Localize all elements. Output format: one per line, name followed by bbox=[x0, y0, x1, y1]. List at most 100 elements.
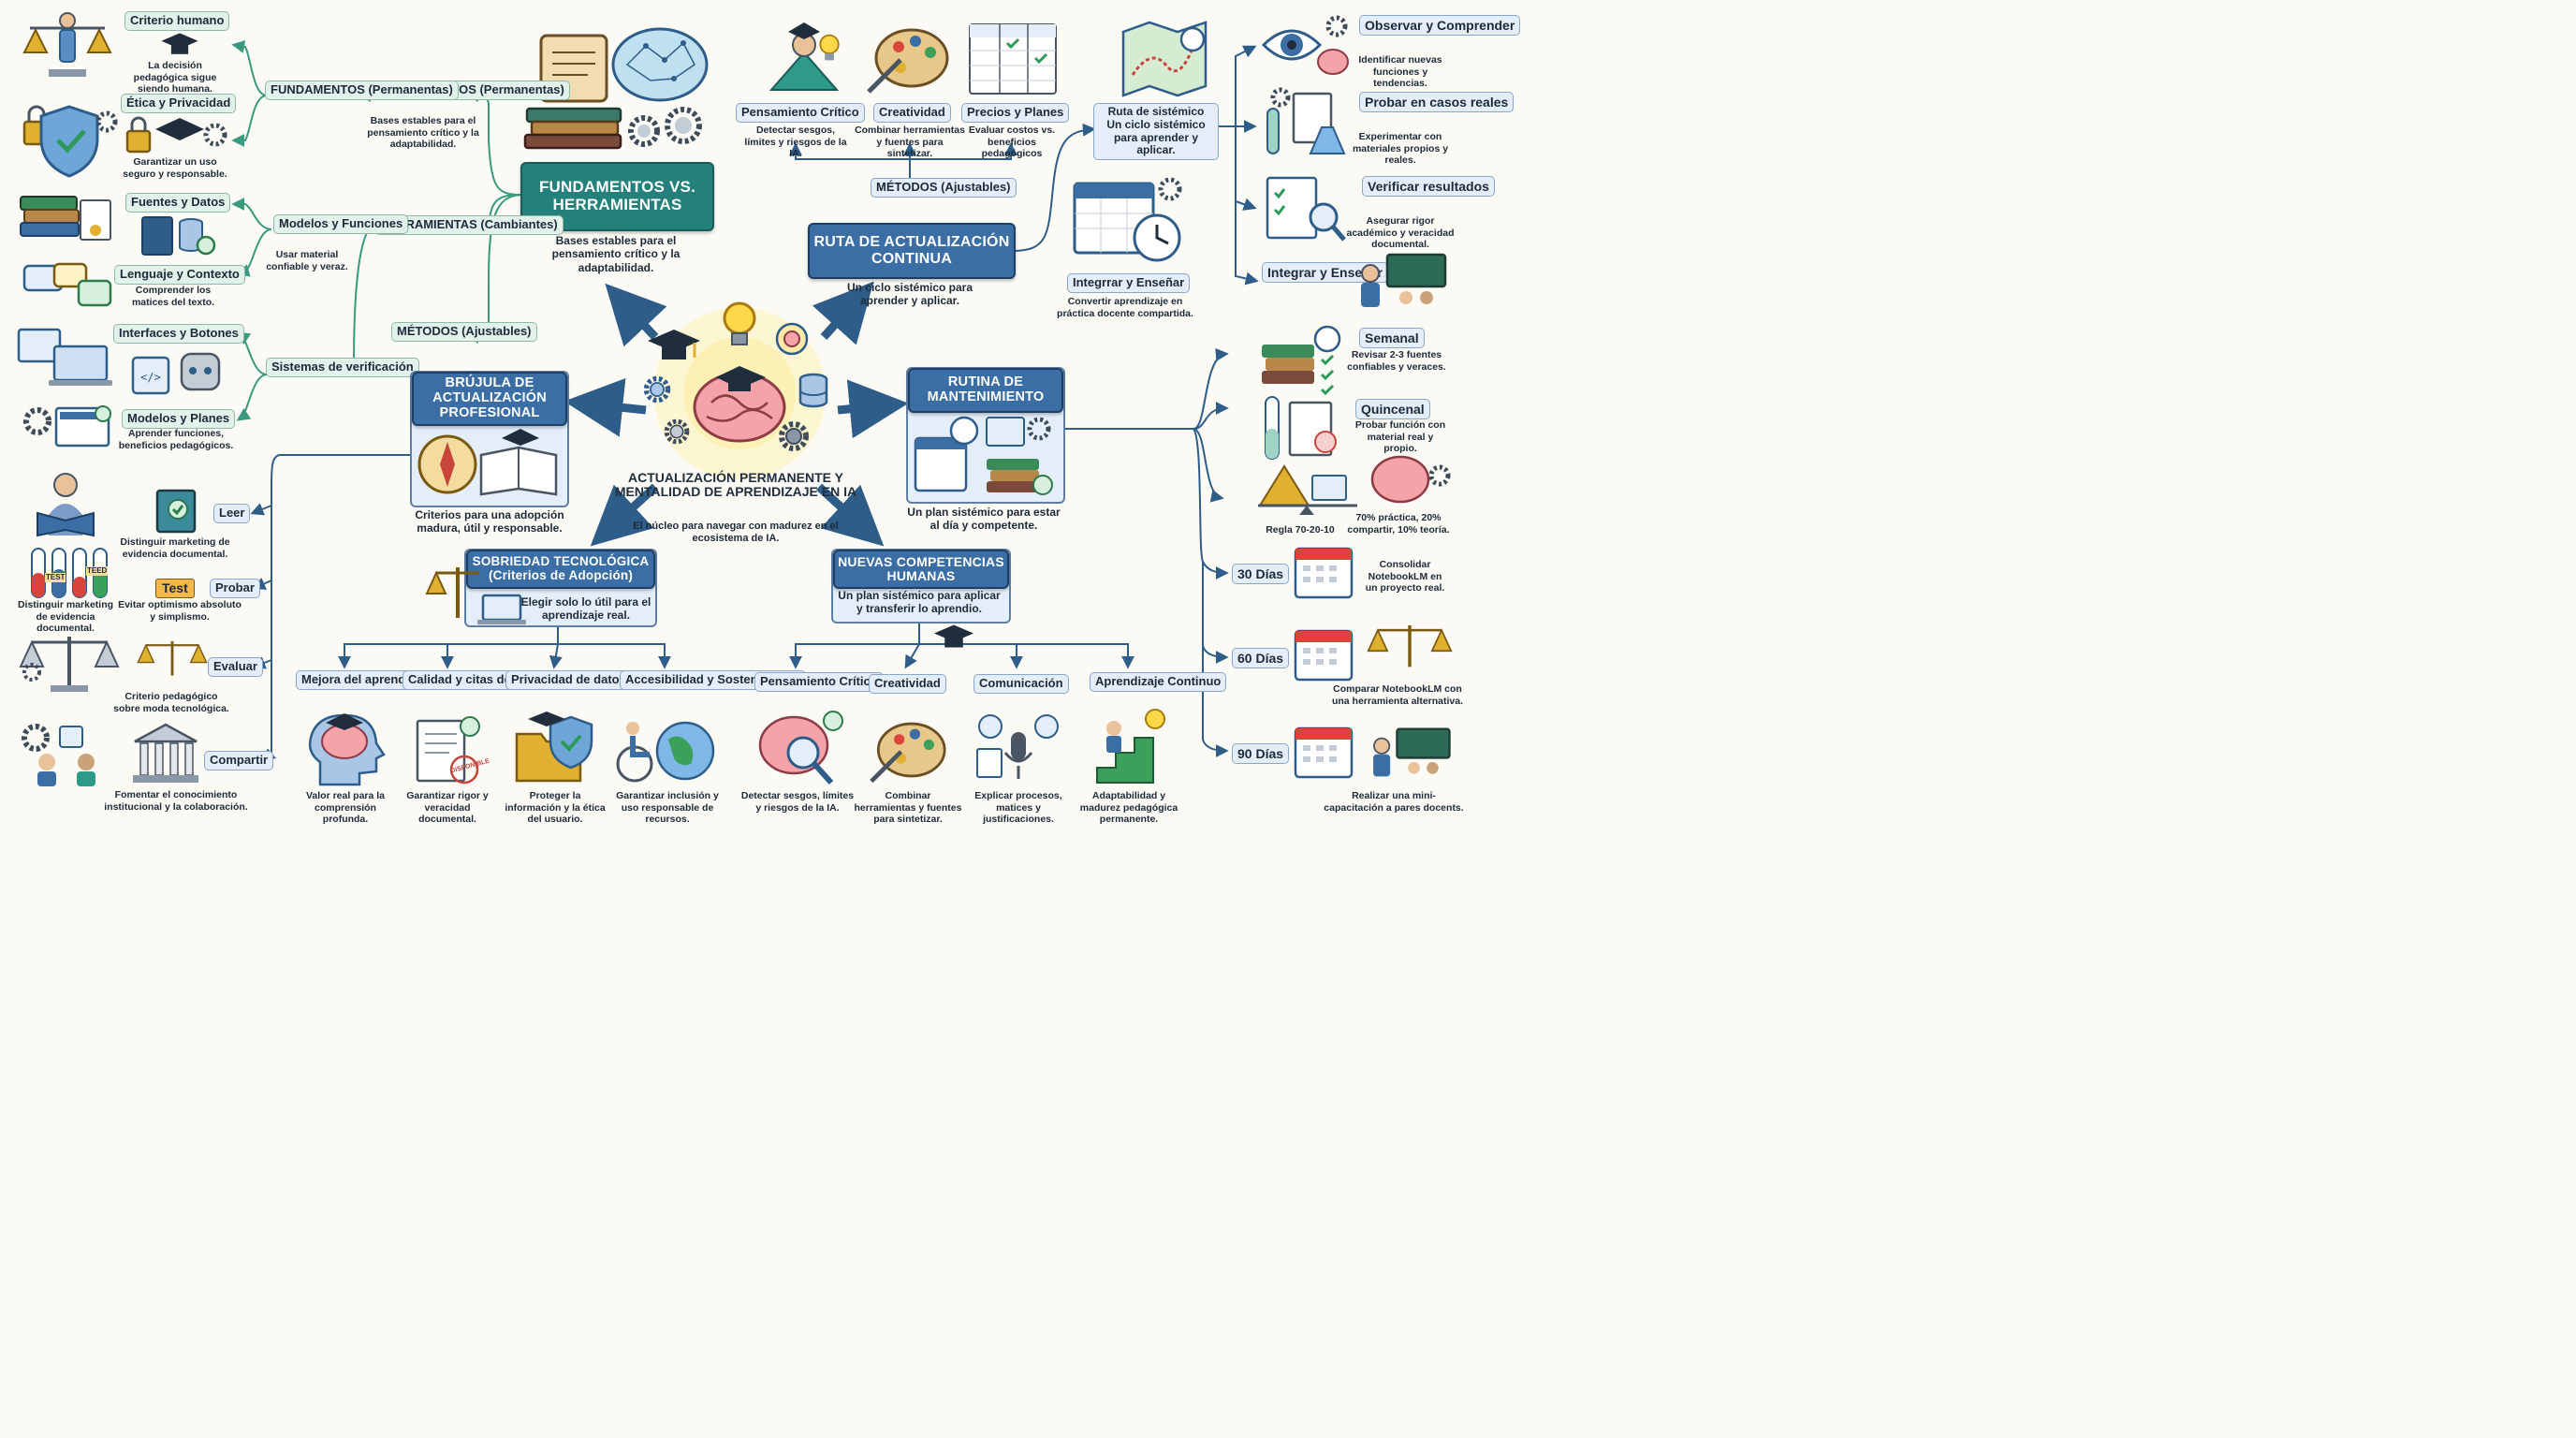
rutina-90-desc: Realizar una mini-capacitación a pares d… bbox=[1324, 790, 1464, 814]
sobriedad-item-mejora-desc: Valor real para la comprensión profunda. bbox=[305, 790, 386, 826]
rule-702010-icon bbox=[1258, 455, 1451, 515]
competencias-item-aprendizaje-desc: Adaptabilidad y madurez pedagógica perma… bbox=[1079, 790, 1178, 826]
rutina-desc: Un plan sistémico para estar al día y co… bbox=[907, 506, 1061, 533]
ruta-metodos: MÉTODOS (Ajustables) bbox=[871, 178, 1017, 198]
central-subtitle: El núcleo para navegar con madurez en el… bbox=[633, 521, 839, 544]
robot-code-icon: </> bbox=[131, 352, 221, 395]
head-brain-icon bbox=[308, 713, 386, 786]
rutina-30-desc: Consolidar NotebookLM en un proyecto rea… bbox=[1365, 559, 1445, 594]
central-title: ACTUALIZACIÓN PERMANENTE Y MENTALIDAD DE… bbox=[614, 470, 857, 500]
mortarboard-icon bbox=[648, 330, 700, 360]
ruta-desc: Un ciclo sistémico para aprender y aplic… bbox=[846, 281, 973, 308]
leaf-modelos-planes: Modelos y Planes bbox=[122, 409, 236, 429]
lab-documents-icon bbox=[1266, 87, 1346, 154]
rutina-regla-desc: 70% práctica, 20% compartir, 10% teoría. bbox=[1347, 512, 1450, 536]
person-reading-icon bbox=[37, 473, 95, 537]
brain-magnifier-icon bbox=[758, 711, 843, 785]
justice-scale-person-icon bbox=[22, 12, 112, 77]
map-route-icon bbox=[1121, 21, 1208, 97]
svg-text:</>: </> bbox=[140, 371, 161, 384]
ruta-top-creatividad: Creatividad bbox=[873, 103, 951, 123]
competencias-header: NUEVAS COMPETENCIAS HUMANAS bbox=[833, 550, 1009, 589]
microphone-people-icon bbox=[976, 714, 1059, 779]
rutina-quincenal: Quincenal bbox=[1355, 399, 1430, 420]
scale-laptop-icon bbox=[425, 567, 526, 624]
compass-book-icon bbox=[417, 429, 558, 496]
gears-collaboration-icon bbox=[22, 724, 95, 786]
tube-tag-test: TEST bbox=[45, 573, 66, 582]
ruta-step-probar-desc: Experimentar con materiales propios y re… bbox=[1352, 131, 1449, 167]
competencias-item-comunicacion-desc: Explicar procesos, matices y justificaci… bbox=[974, 790, 1062, 826]
sobriedad-header: SOBRIEDAD TECNOLÓGICA (Criterios de Adop… bbox=[466, 550, 655, 589]
sobriedad-desc: Elegir solo lo útil para el aprendizaje … bbox=[520, 595, 651, 623]
leaf-criterio-humano: Criterio humano bbox=[124, 11, 230, 31]
ruta-cycle-label: Ruta de sistémico Un ciclo sistémico par… bbox=[1093, 103, 1219, 161]
brujula-left-desc: Distinguir marketing de evidencia docume… bbox=[17, 599, 114, 635]
gears-icon bbox=[628, 107, 702, 147]
mid-modelos-funciones: Modelos y Funciones bbox=[273, 214, 409, 234]
fundamentos-header: FUNDAMENTOS VS. HERRAMIENTAS bbox=[520, 162, 714, 231]
sobriedad-item-calidad-desc: Garantizar rigor y veracidad documental. bbox=[406, 790, 489, 826]
calendar-icon bbox=[1294, 547, 1354, 599]
eye-icon bbox=[1261, 15, 1349, 75]
teacher-class-icon bbox=[1361, 253, 1447, 307]
gear-icon bbox=[779, 421, 809, 451]
brujula-step-evaluar: Evaluar bbox=[208, 657, 263, 677]
fundamentos-desc: Bases estables para el pensamiento críti… bbox=[551, 234, 681, 274]
brujula-step-evaluar-desc: Criterio pedagógico sobre moda tecnológi… bbox=[113, 691, 229, 714]
shield-lock-icon bbox=[22, 105, 118, 178]
sobriedad-item-accesibilidad-desc: Garantizar inclusión y uso responsable d… bbox=[616, 790, 719, 826]
ruta-step-verificar: Verificar resultados bbox=[1362, 176, 1495, 198]
brujula-step-probar-desc: Evitar optimismo absoluto y simplismo. bbox=[118, 599, 242, 623]
document-check-icon bbox=[416, 716, 480, 785]
branch-herramientas: HERRAMIENTAS (Cambiantes) bbox=[374, 215, 564, 235]
leaf-lenguaje-contexto: Lenguaje y Contexto bbox=[114, 265, 245, 285]
leaf-fuentes-datos: Fuentes y Datos bbox=[125, 193, 231, 213]
balance-scale-icon bbox=[1367, 625, 1453, 668]
ruta-step-probar: Probar en casos reales bbox=[1359, 92, 1515, 113]
gear-icon bbox=[664, 418, 690, 445]
leaf-etica-desc: Garantizar un uso seguro y responsable. bbox=[123, 156, 227, 180]
graduate-pyramid-icon bbox=[768, 22, 840, 91]
laptop-interface-icon bbox=[17, 328, 112, 386]
mid-fundamentos: FUNDAMENTOS (Permanentas) bbox=[265, 81, 459, 100]
brujula-step-leer-desc: Distinguir marketing de evidencia docume… bbox=[120, 536, 230, 560]
sobriedad-item-privacidad-desc: Proteger la información y la ética del u… bbox=[505, 790, 606, 826]
mid-modelos-desc: Usar material confiable y veraz. bbox=[266, 249, 348, 272]
books-certificate-icon bbox=[20, 196, 111, 241]
lightbulb-icon bbox=[819, 34, 840, 61]
database-icon bbox=[798, 373, 828, 408]
ruta-top-pensamiento-desc: Detectar sesgos, límites y riesgos de la… bbox=[744, 125, 847, 160]
rutina-60-dias: 60 Días bbox=[1232, 648, 1290, 669]
rutina-quincenal-desc: Probar función con material real y propi… bbox=[1354, 419, 1446, 455]
competencias-item-pensamiento-desc: Detectar sesgos, límites y riesgos de la… bbox=[740, 790, 855, 814]
center-arrows bbox=[564, 281, 909, 547]
competencias-item-creatividad-desc: Combinar herramientas y fuentes para sin… bbox=[854, 790, 962, 826]
checklist-magnifier-icon bbox=[1266, 176, 1346, 242]
ruta-step-verificar-desc: Asegurar rigor académico y veracidad doc… bbox=[1346, 215, 1455, 251]
calendar-icon bbox=[1294, 629, 1354, 682]
padlock-mortarboard-icon bbox=[125, 116, 227, 154]
rutina-90-dias: 90 Días bbox=[1232, 743, 1290, 765]
brujula-step-leer: Leer bbox=[213, 504, 251, 523]
ruta-integrar-label: Integrrar y Enseñar bbox=[1067, 273, 1191, 293]
competencias-item-aprendizaje: Aprendizaje Continuo bbox=[1090, 672, 1227, 692]
book-check-icon bbox=[155, 489, 197, 534]
rutina-header: RUTINA DE MANTENIMIENTO bbox=[908, 368, 1063, 413]
comparison-table-icon bbox=[969, 23, 1057, 95]
brujula-header: BRÚJULA DE ACTUALIZACIÓN PROFESIONAL bbox=[412, 372, 567, 426]
leaf-etica-privacidad: Ética y Privacidad bbox=[121, 94, 237, 113]
balance-scale-icon bbox=[19, 637, 120, 692]
ruta-top-creatividad-desc: Combinar herramientas y fuentes para sin… bbox=[855, 125, 965, 160]
book-database-icon bbox=[141, 216, 216, 256]
brujula-step-compartir: Compartir bbox=[204, 751, 274, 770]
competencias-desc: Un plan sistémico para aplicar y transfe… bbox=[838, 589, 1001, 616]
tube-tag-teed: TEED bbox=[86, 566, 109, 576]
branch-fundamentos-desc: Bases estables para el pensamiento críti… bbox=[367, 115, 479, 151]
leaf-lenguaje-desc: Comprender los matices del texto. bbox=[131, 285, 215, 308]
rutina-semanal-desc: Revisar 2-3 fuentes confiables y veraces… bbox=[1347, 349, 1446, 373]
brujula-step-compartir-desc: Fomentar el conocimiento institucional y… bbox=[104, 789, 248, 813]
rutina-semanal: Semanal bbox=[1359, 328, 1425, 349]
palette-tools-icon bbox=[870, 722, 946, 784]
teacher-class-icon bbox=[1373, 727, 1451, 777]
